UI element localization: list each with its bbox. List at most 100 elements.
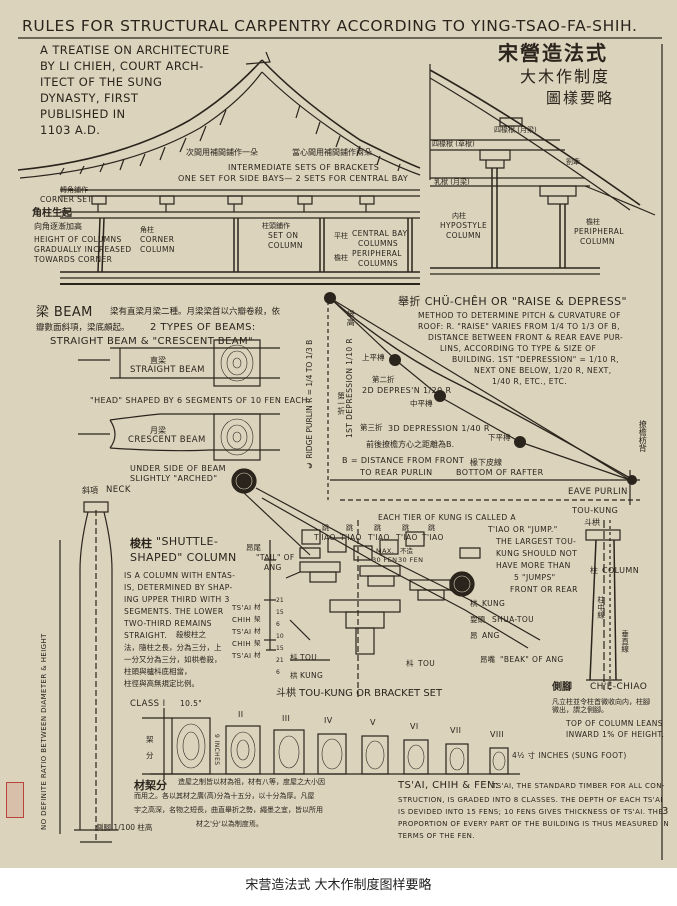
corner-column-2: COLUMN <box>140 245 175 254</box>
ridge-purlin-label: ℄ RIDGE PURLIN R = 1/4 TO 1/3 B <box>305 339 314 470</box>
b-distance-1: B = DISTANCE FROM FRONT <box>342 456 465 465</box>
underside-note-2: SLIGHTLY "ARCHED" <box>130 474 218 483</box>
raise-method-2: ROOF: R. "RAISE" VARIES FROM 1/4 TO 1/3 … <box>418 322 620 331</box>
fen-mark-4: 15 <box>276 645 284 652</box>
leaning-column <box>585 520 622 690</box>
column-height-2: GRADUALLY INCREASED <box>34 245 132 254</box>
tou-label-left: TOU <box>300 653 318 662</box>
beam-two-types: 2 TYPES OF BEAMS: <box>150 322 256 333</box>
fen-mark-0: 21 <box>276 597 284 604</box>
zhu-cn: 柱 <box>590 566 598 575</box>
pillar-centre-cn: 柱中線 <box>596 596 606 619</box>
class-numeral-3: III <box>282 714 291 723</box>
raise-method-1: METHOD TO DETERMINE PITCH & CURVATURE OF <box>418 311 621 320</box>
tsai-cn-text-3: 宇之高深，名物之短長，曲直舉折之勢，繩墨之宜，皆以所用 <box>134 806 323 814</box>
column-set-cn: 柱頭鋪作 <box>262 222 290 230</box>
fen-labels-4: TS'AI <box>232 652 252 660</box>
column-height-1: HEIGHT OF COLUMNS <box>34 235 122 244</box>
section-label-4: 劄牽 <box>566 158 580 166</box>
last-dim-note: 4½ 寸 INCHES (SUNG FOOT) <box>512 751 627 760</box>
tiao-cn-2: 跳 <box>346 524 353 532</box>
tsai-class-diagrams <box>142 708 520 780</box>
tou-kung-right-cn: 斗栱 <box>584 518 600 527</box>
plate-title: RULES FOR STRUCTURAL CARPENTRY ACCORDING… <box>22 17 638 35</box>
tsai-side-cn: 栔 <box>146 735 154 744</box>
hypostyle-column: COLUMN <box>446 231 481 240</box>
kung-cn: 栱 <box>470 599 478 608</box>
jiaozhu-label: 角柱生起 <box>32 208 72 219</box>
beam-diagrams <box>78 339 280 461</box>
lean-note-1: TOP OF COLUMN LEANS <box>566 719 663 728</box>
max-fen-label: 30 FEN <box>372 556 398 564</box>
fen-mark-6: 6 <box>276 669 280 676</box>
no-ratio-note: NO DEFINITE RATIO BETWEEN DIAMETER & HEI… <box>40 633 48 830</box>
intro-line-5: PUBLISHED IN <box>40 107 126 121</box>
zhong-ping-label: 中平槫 <box>410 399 433 408</box>
raise-method-3: DISTANCE BETWEEN FRONT & REAR EAVE PUR- <box>428 333 624 342</box>
shuttle-desc-5: TWO-THIRD REMAINS <box>124 619 212 628</box>
chinese-title-1: 宋營造法式 <box>498 41 608 65</box>
third-dep-cn: 第三折 <box>360 423 383 432</box>
peripheral-cn: 檐柱 <box>586 218 600 226</box>
xia-ping-label: 下平槫 <box>488 433 511 442</box>
inch-note: 9 INCHES <box>212 734 220 766</box>
raise-method-4: LINS, ACCORDING TO TYPE & SIZE OF <box>440 344 597 353</box>
corner-set-label: CORNER SET <box>40 195 93 204</box>
shuttle-desc-4: SEGMENTS. THE LOWER <box>124 607 224 616</box>
second-dep-cn: 第二折 <box>372 375 395 384</box>
hypostyle-label: HYPOSTYLE <box>440 221 488 230</box>
first-dep-cn: 第一折 <box>336 392 346 415</box>
straight-beam-label: STRAIGHT BEAM <box>130 365 205 375</box>
tiao-label-3: T'IAO <box>368 533 390 542</box>
shuttle-cn-5: 柱徑與高無規定比例。 <box>124 679 199 688</box>
rafter-label: BOTTOM OF RAFTER <box>456 468 544 477</box>
tail-label-2: ANG <box>264 563 282 572</box>
second-depression-label: 2D DEPRES'N 1/20 R <box>362 386 452 395</box>
page-number: 3 <box>662 806 669 817</box>
beam-types-line: STRAIGHT BEAM & "CRESCENT BEAM" <box>50 336 254 347</box>
beam-head-note: "HEAD" SHAPED BY 6 SEGMENTS OF 10 FEN EA… <box>90 396 311 405</box>
section-label-3: 乳栿 (月梁) <box>434 178 470 186</box>
beam-cn-note: 梁有直梁月梁二種。月梁梁首以六瓣卷殺，依 <box>110 307 281 317</box>
tiao-label-4: T'IAO <box>396 533 418 542</box>
eave-purlin-label: EAVE PURLIN <box>568 487 628 497</box>
shuttle-cn-1: 殺梭柱之 <box>176 630 206 639</box>
set-on-column-2: COLUMN <box>268 241 303 250</box>
bracket-set-caption: 斗栱 TOU-KUNG OR BRACKET SET <box>276 688 443 699</box>
fen-mark-5: 21 <box>276 657 284 664</box>
straight-beam-cn: 直梁 <box>150 356 166 365</box>
fen-cn-1: 栔 <box>254 615 261 623</box>
hall-elevation <box>17 51 421 285</box>
shuttle-desc-1: IS A COLUMN WITH ENTAS- <box>124 571 236 580</box>
drawing-plate: RULES FOR STRUCTURAL CARPENTRY ACCORDING… <box>0 0 677 868</box>
set-on-column-1: SET ON <box>268 231 299 240</box>
tsai-cn-heading: 材栔分 <box>134 779 167 792</box>
tou-cn-right: 枓 <box>406 659 414 668</box>
raise-heading: 舉折 CHÜ-CHÊH OR "RAISE & DEPRESS" <box>398 295 627 308</box>
shuttle-desc-6: STRAIGHT. <box>124 631 168 640</box>
intermediate-sets-label: INTERMEDIATE SETS OF BRACKETS <box>228 163 380 172</box>
lean-note-2: INWARD 1% OF HEIGHT. <box>566 730 665 739</box>
tier-note-3: THE LARGEST TOU- <box>496 537 577 546</box>
tou-cn-left: 枓 <box>290 653 298 662</box>
shuttle-cn-2: 法，隨柱之長，分為三分，上 <box>124 643 222 652</box>
jiaozhu-note: 向角逐漸加高 <box>34 222 82 231</box>
eave-cn: 撩檐枋背 <box>638 420 648 452</box>
section-label-2: 四椽栿 (草栿) <box>432 140 475 148</box>
corner-column-1: CORNER <box>140 235 175 244</box>
chinese-title-2: 大木作制度 <box>520 67 611 86</box>
class-numeral-6: VI <box>410 722 419 731</box>
raise-depress-diagram <box>327 294 640 505</box>
shuttle-heading-1: "SHUTTLE- <box>156 535 219 548</box>
plumb-cn: 垂直線 <box>620 630 630 653</box>
front-rear-cn: 前後撩檐方心之距離為B. <box>366 440 455 449</box>
kung-cn-left: 栱 <box>290 671 298 680</box>
tsai-desc-2: STRUCTION, IS GRADED INTO 8 CLASSES. THE… <box>398 796 663 804</box>
fen-labels-3: CHIH <box>232 640 252 648</box>
beam-heading: 梁 BEAM <box>36 305 93 320</box>
tier-note-5: HAVE MORE THAN <box>496 561 571 570</box>
fen-cn-2: 材 <box>254 627 261 635</box>
crescent-beam-label: CRESCENT BEAM <box>128 435 206 445</box>
raise-method-6: NEXT ONE BELOW, 1/20 R, NEXT, <box>474 366 612 375</box>
peripheral-section-label: PERIPHERAL <box>574 227 624 236</box>
